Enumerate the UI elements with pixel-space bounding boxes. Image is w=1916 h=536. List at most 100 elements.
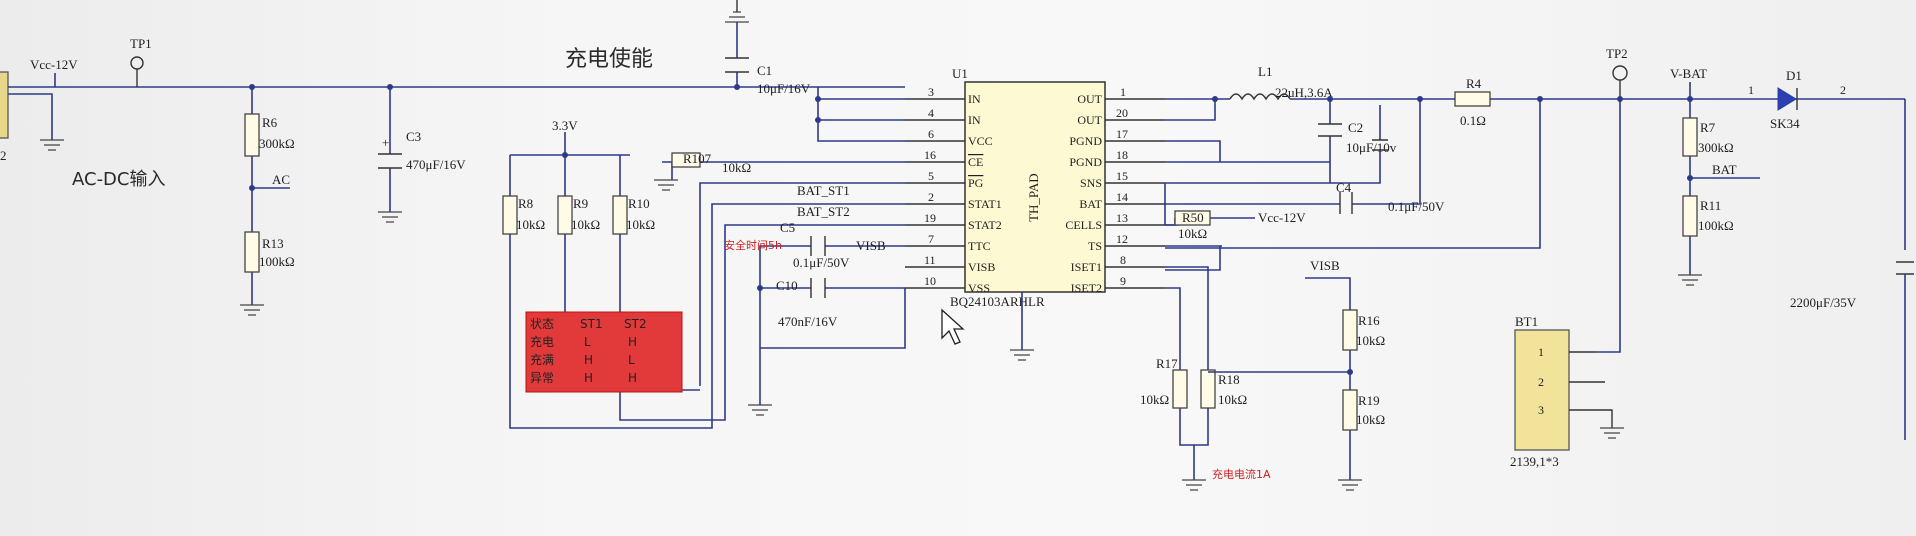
bt1-value: 2139,1*3 bbox=[1510, 454, 1559, 469]
resistor-r10 bbox=[612, 195, 628, 235]
status-table-cell: L bbox=[584, 335, 591, 349]
ic-pin-num: 1 bbox=[1120, 85, 1126, 99]
tp2-testpoint bbox=[1612, 65, 1628, 81]
r19-ref: R19 bbox=[1358, 393, 1380, 408]
c1-value: 10μF/16V bbox=[757, 81, 811, 96]
ic-pin-name: IN bbox=[968, 113, 981, 127]
diode-d1 bbox=[1777, 87, 1797, 111]
status-table-cell: 充满 bbox=[530, 352, 554, 367]
svg-text:+: + bbox=[382, 135, 389, 150]
c10-ref: C10 bbox=[776, 278, 798, 293]
ground-symbol bbox=[1678, 274, 1702, 286]
status-table-cell: H bbox=[584, 353, 593, 367]
ic-u1-left-pins: 3 4 6 16 5 2 19 7 11 10 IN IN VCC CE PG … bbox=[905, 85, 1002, 295]
net-label-bat-st1: BAT_ST1 bbox=[797, 183, 850, 198]
mouse-cursor-icon bbox=[941, 308, 965, 345]
r7-value: 300kΩ bbox=[1698, 140, 1734, 155]
ic-pin-num: 5 bbox=[928, 169, 934, 183]
ic-pin-num: 19 bbox=[924, 211, 936, 225]
ic-pin-num: 17 bbox=[1116, 127, 1128, 141]
d1-pin-k: 2 bbox=[1840, 83, 1846, 97]
ground-symbol bbox=[1182, 479, 1206, 491]
resistor-r8 bbox=[502, 195, 518, 235]
r50-ref: R50 bbox=[1182, 210, 1204, 225]
ic-pin-name: PGND bbox=[1069, 155, 1102, 169]
status-table-bg bbox=[525, 311, 683, 393]
net-label-bat: BAT bbox=[1712, 162, 1737, 177]
ic-pin-num: 6 bbox=[928, 127, 934, 141]
status-table-cell: H bbox=[628, 335, 637, 349]
c10-value: 470nF/16V bbox=[778, 314, 838, 329]
ic-pin-num: 3 bbox=[928, 85, 934, 99]
ic-pin-name: ISET2 bbox=[1071, 281, 1102, 295]
ic-pin-num: 16 bbox=[924, 148, 936, 162]
ground-symbol bbox=[1338, 479, 1362, 491]
ic-pin-num: 12 bbox=[1116, 232, 1128, 246]
ic-pin-name: ISET1 bbox=[1071, 260, 1102, 274]
status-table-cell: 充电 bbox=[530, 334, 554, 349]
c3-ref: C3 bbox=[406, 129, 421, 144]
ic-pin-num: 11 bbox=[924, 253, 936, 267]
status-table: 状态 ST1 ST2 充电 L H 充满 H L 异常 H H bbox=[525, 311, 683, 393]
tp1-testpoint bbox=[130, 56, 144, 70]
r18-value: 10kΩ bbox=[1218, 392, 1247, 407]
ic-pin-num: 2 bbox=[928, 190, 934, 204]
capacitor-c2 bbox=[1318, 123, 1342, 137]
d1-value: SK34 bbox=[1770, 116, 1800, 131]
resistor-r7 bbox=[1682, 117, 1698, 157]
net-label-vcc-12v-2: Vcc-12V bbox=[1258, 210, 1306, 225]
ground-symbol bbox=[378, 211, 402, 223]
wire-stat1 bbox=[699, 182, 905, 386]
r8-ref: R8 bbox=[518, 196, 533, 211]
r9-ref: R9 bbox=[573, 196, 588, 211]
ic-pin-num: 20 bbox=[1116, 106, 1128, 120]
r18-ref: R18 bbox=[1218, 372, 1240, 387]
ground-symbol bbox=[1010, 349, 1034, 361]
c4-ref: C4 bbox=[1336, 180, 1352, 195]
c2-value: 10μF/10v bbox=[1346, 140, 1397, 155]
ic-pin-num: 15 bbox=[1116, 169, 1128, 183]
r6-ref: R6 bbox=[262, 115, 278, 130]
c2-ref: C2 bbox=[1348, 120, 1363, 135]
ground-symbol bbox=[654, 179, 678, 191]
r8-value: 10kΩ bbox=[516, 217, 545, 232]
ic-pin-name: VISB bbox=[968, 260, 995, 274]
bt1-pin: 1 bbox=[1538, 345, 1544, 359]
tp1-label: TP1 bbox=[130, 36, 152, 51]
input-connector-pin-label: 2 bbox=[0, 148, 7, 163]
net-label-3v3: 3.3V bbox=[552, 118, 578, 133]
ic-pin-name: TTC bbox=[968, 239, 991, 253]
c3-value: 470μF/16V bbox=[406, 157, 466, 172]
ic-pin-num: 8 bbox=[1120, 253, 1126, 267]
acdc-input-label: AC-DC输入 bbox=[72, 169, 166, 190]
ic-pin-name: TS bbox=[1088, 239, 1102, 253]
status-table-header: ST2 bbox=[624, 317, 647, 331]
r11-value: 100kΩ bbox=[1698, 218, 1734, 233]
wire-r17-r18-gnd bbox=[1179, 408, 1209, 480]
wire-out-l1 bbox=[1165, 98, 1230, 121]
input-connector bbox=[0, 71, 9, 139]
ground-symbol bbox=[240, 304, 264, 316]
ic-u1-part: BQ24103ARHLR bbox=[950, 294, 1045, 309]
status-table-header: 状态 bbox=[530, 317, 554, 331]
wire-r8-pg bbox=[509, 203, 905, 429]
bt1-ref: BT1 bbox=[1515, 314, 1538, 329]
charge-current-note: 充电电流1A bbox=[1212, 467, 1271, 481]
ic-pin-num: 18 bbox=[1116, 148, 1128, 162]
resistor-r17 bbox=[1172, 369, 1188, 409]
l1-value: 22uH,3.6A bbox=[1275, 85, 1333, 100]
ic-pin-name: CELLS bbox=[1065, 218, 1102, 232]
wire-bt1-pin1 bbox=[1595, 99, 1621, 353]
resistor-r11 bbox=[1682, 195, 1698, 237]
net-label-ac: AC bbox=[272, 172, 290, 187]
ic-u1-thermal-pad: TH_PAD bbox=[1026, 173, 1041, 222]
r10-ref: R10 bbox=[628, 196, 650, 211]
wire-in-vcc bbox=[817, 87, 905, 142]
ic-pin-name: BAT bbox=[1079, 197, 1102, 211]
resistor-r16 bbox=[1342, 309, 1358, 351]
r17-ref: R17 bbox=[1156, 356, 1178, 371]
ic-u1-right-pins: 1 20 17 18 15 14 13 12 8 9 OUT OUT PGND … bbox=[1065, 85, 1165, 295]
r4-value: 0.1Ω bbox=[1460, 113, 1486, 128]
